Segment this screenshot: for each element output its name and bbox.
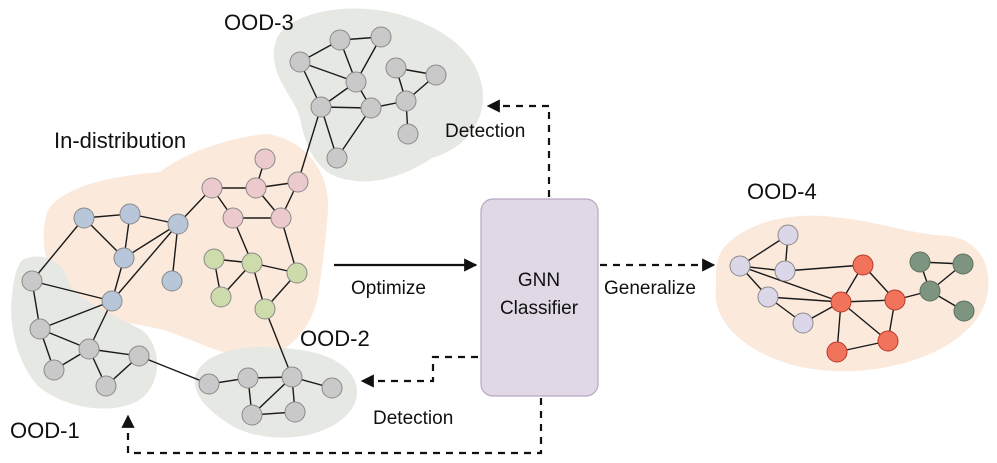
graph-node-blue: [101, 290, 123, 312]
graph-edge: [264, 308, 293, 378]
graph-node-gray: [289, 51, 311, 73]
graph-node-gray: [29, 318, 51, 340]
graph-edge: [297, 106, 322, 183]
ood3-region: [273, 8, 483, 182]
in-distribution-label: In-distribution: [54, 128, 186, 153]
graph-node-red: [826, 341, 848, 363]
detection-bottom-arrow: [360, 355, 478, 388]
graph-node-lavender: [774, 260, 796, 282]
graph-node-green: [254, 298, 276, 320]
graph-node-gray: [425, 64, 447, 86]
graph-node-gray: [78, 338, 100, 360]
graph-node-red: [830, 291, 852, 313]
graph-node-gray: [284, 401, 306, 423]
gnn-classifier-label-line1: GNN: [518, 270, 560, 291]
gnn-classifier-label-line2: Classifier: [500, 298, 579, 319]
graph-node-green: [286, 262, 308, 284]
graph-node-darkgreen: [953, 300, 975, 322]
graph-node-gray: [370, 26, 392, 48]
graph-node-gray: [321, 377, 343, 399]
graph-node-blue: [167, 213, 189, 235]
graph-node-gray: [198, 373, 220, 395]
graph-node-gray: [310, 96, 332, 118]
graph-node-green: [210, 286, 232, 308]
ood4-region: [715, 215, 989, 372]
graph-node-green: [203, 248, 225, 270]
graph-node-lavender: [777, 224, 799, 246]
graph-edge: [39, 300, 113, 330]
graph-node-gray: [43, 359, 65, 381]
graph-node-darkgreen: [952, 253, 974, 275]
graph-node-gray: [345, 71, 367, 93]
graph-node-blue: [113, 247, 135, 269]
graph-node-pink: [287, 171, 309, 193]
graph-node-gray: [281, 366, 303, 388]
graph-node-pink: [270, 207, 292, 229]
graph-node-darkgreen: [909, 251, 931, 273]
graph-node-gray: [360, 97, 382, 119]
graph-edge: [111, 223, 179, 302]
graph-node-gray: [241, 404, 263, 426]
graph-edge: [784, 264, 864, 272]
graph-node-blue: [119, 203, 141, 225]
detection-bottom-label: Detection: [373, 408, 453, 429]
ood4-label: OOD-4: [747, 179, 817, 204]
generalize-label: Generalize: [604, 278, 696, 299]
graph-node-pink: [222, 207, 244, 229]
graph-node-lavender: [792, 312, 814, 334]
graph-node-pink: [201, 177, 223, 199]
graph-node-gray: [385, 57, 407, 79]
graph-node-green: [241, 252, 263, 274]
ood1-label: OOD-1: [10, 418, 80, 443]
graph-node-blue: [161, 270, 183, 292]
graph-edge: [123, 223, 179, 259]
graph-node-red: [877, 330, 899, 352]
gnn-classifier-box: [480, 198, 599, 397]
graph-node-pink: [245, 177, 267, 199]
graph-node-gray: [21, 270, 43, 292]
graph-node-lavender: [729, 255, 751, 277]
graph-node-gray: [329, 29, 351, 51]
graph-node-gray: [128, 345, 150, 367]
graph-node-pink: [254, 148, 276, 170]
graph-node-red: [852, 254, 874, 276]
ood3-label: OOD-3: [224, 10, 294, 35]
ood2-label: OOD-2: [300, 326, 370, 351]
graph-node-lavender: [757, 286, 779, 308]
graph-node-gray: [395, 90, 417, 112]
graph-edge: [138, 355, 210, 385]
graph-node-blue: [73, 207, 95, 229]
graph-edge: [767, 296, 842, 303]
graph-node-darkgreen: [919, 280, 941, 302]
graph-node-gray: [397, 123, 419, 145]
graph-node-gray: [326, 147, 348, 169]
graph-node-gray: [95, 375, 117, 397]
detection-ood1-arrow: [121, 398, 543, 455]
graph-edge: [739, 265, 842, 303]
graph-node-gray: [237, 367, 259, 389]
detection-top-label: Detection: [445, 121, 525, 142]
graph-node-red: [884, 289, 906, 311]
graph-edge: [31, 217, 85, 282]
graph-nodes: [21, 26, 975, 426]
optimize-label: Optimize: [351, 278, 426, 299]
graph-edge: [31, 280, 113, 302]
detection-top-arrow: [486, 99, 551, 197]
